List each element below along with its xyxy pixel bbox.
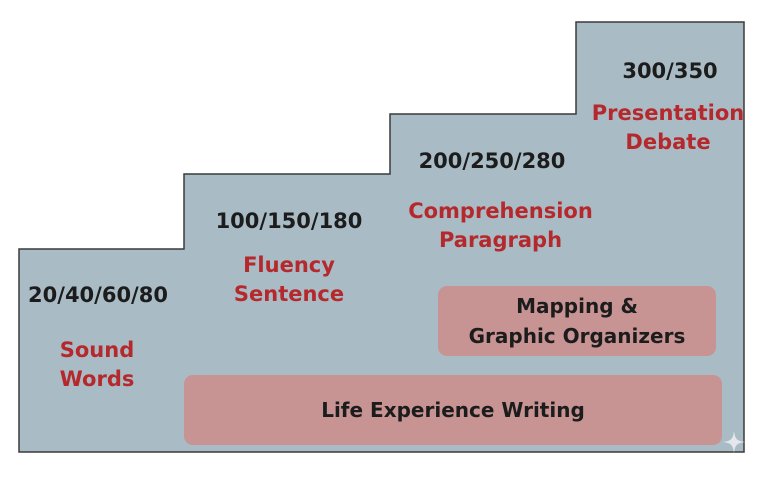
sparkle-icon [723, 431, 745, 453]
step-2-skill-fluency: Fluency [243, 253, 335, 277]
step-1-skills: Sound Words [37, 336, 157, 394]
step-3-skills: Comprehension Paragraph [408, 197, 593, 255]
step-3-skill-paragraph: Paragraph [438, 228, 563, 252]
mapping-box-line-1: Mapping & [516, 294, 638, 318]
step-4-skill-debate: Debate [625, 130, 711, 154]
mapping-graphic-organizers-box: Mapping & Graphic Organizers [438, 286, 716, 356]
step-2-skill-sentence: Sentence [233, 282, 345, 306]
step-3-skill-comprehension: Comprehension [408, 199, 593, 223]
step-4-numbers: 300/350 [622, 59, 718, 83]
step-4-skill-presentation: Presentation [591, 101, 745, 125]
life-experience-writing-box: Life Experience Writing [184, 375, 722, 445]
step-1-skill-words: Words [59, 367, 135, 391]
step-4-skills: Presentation Debate [588, 99, 748, 157]
step-2-skills: Fluency Sentence [229, 251, 349, 309]
step-2-numbers: 100/150/180 [215, 209, 363, 233]
mapping-box-line-2: Graphic Organizers [468, 324, 686, 348]
step-1-skill-sound: Sound [59, 338, 135, 362]
step-1-numbers: 20/40/60/80 [28, 283, 168, 307]
step-3-numbers: 200/250/280 [418, 149, 566, 173]
